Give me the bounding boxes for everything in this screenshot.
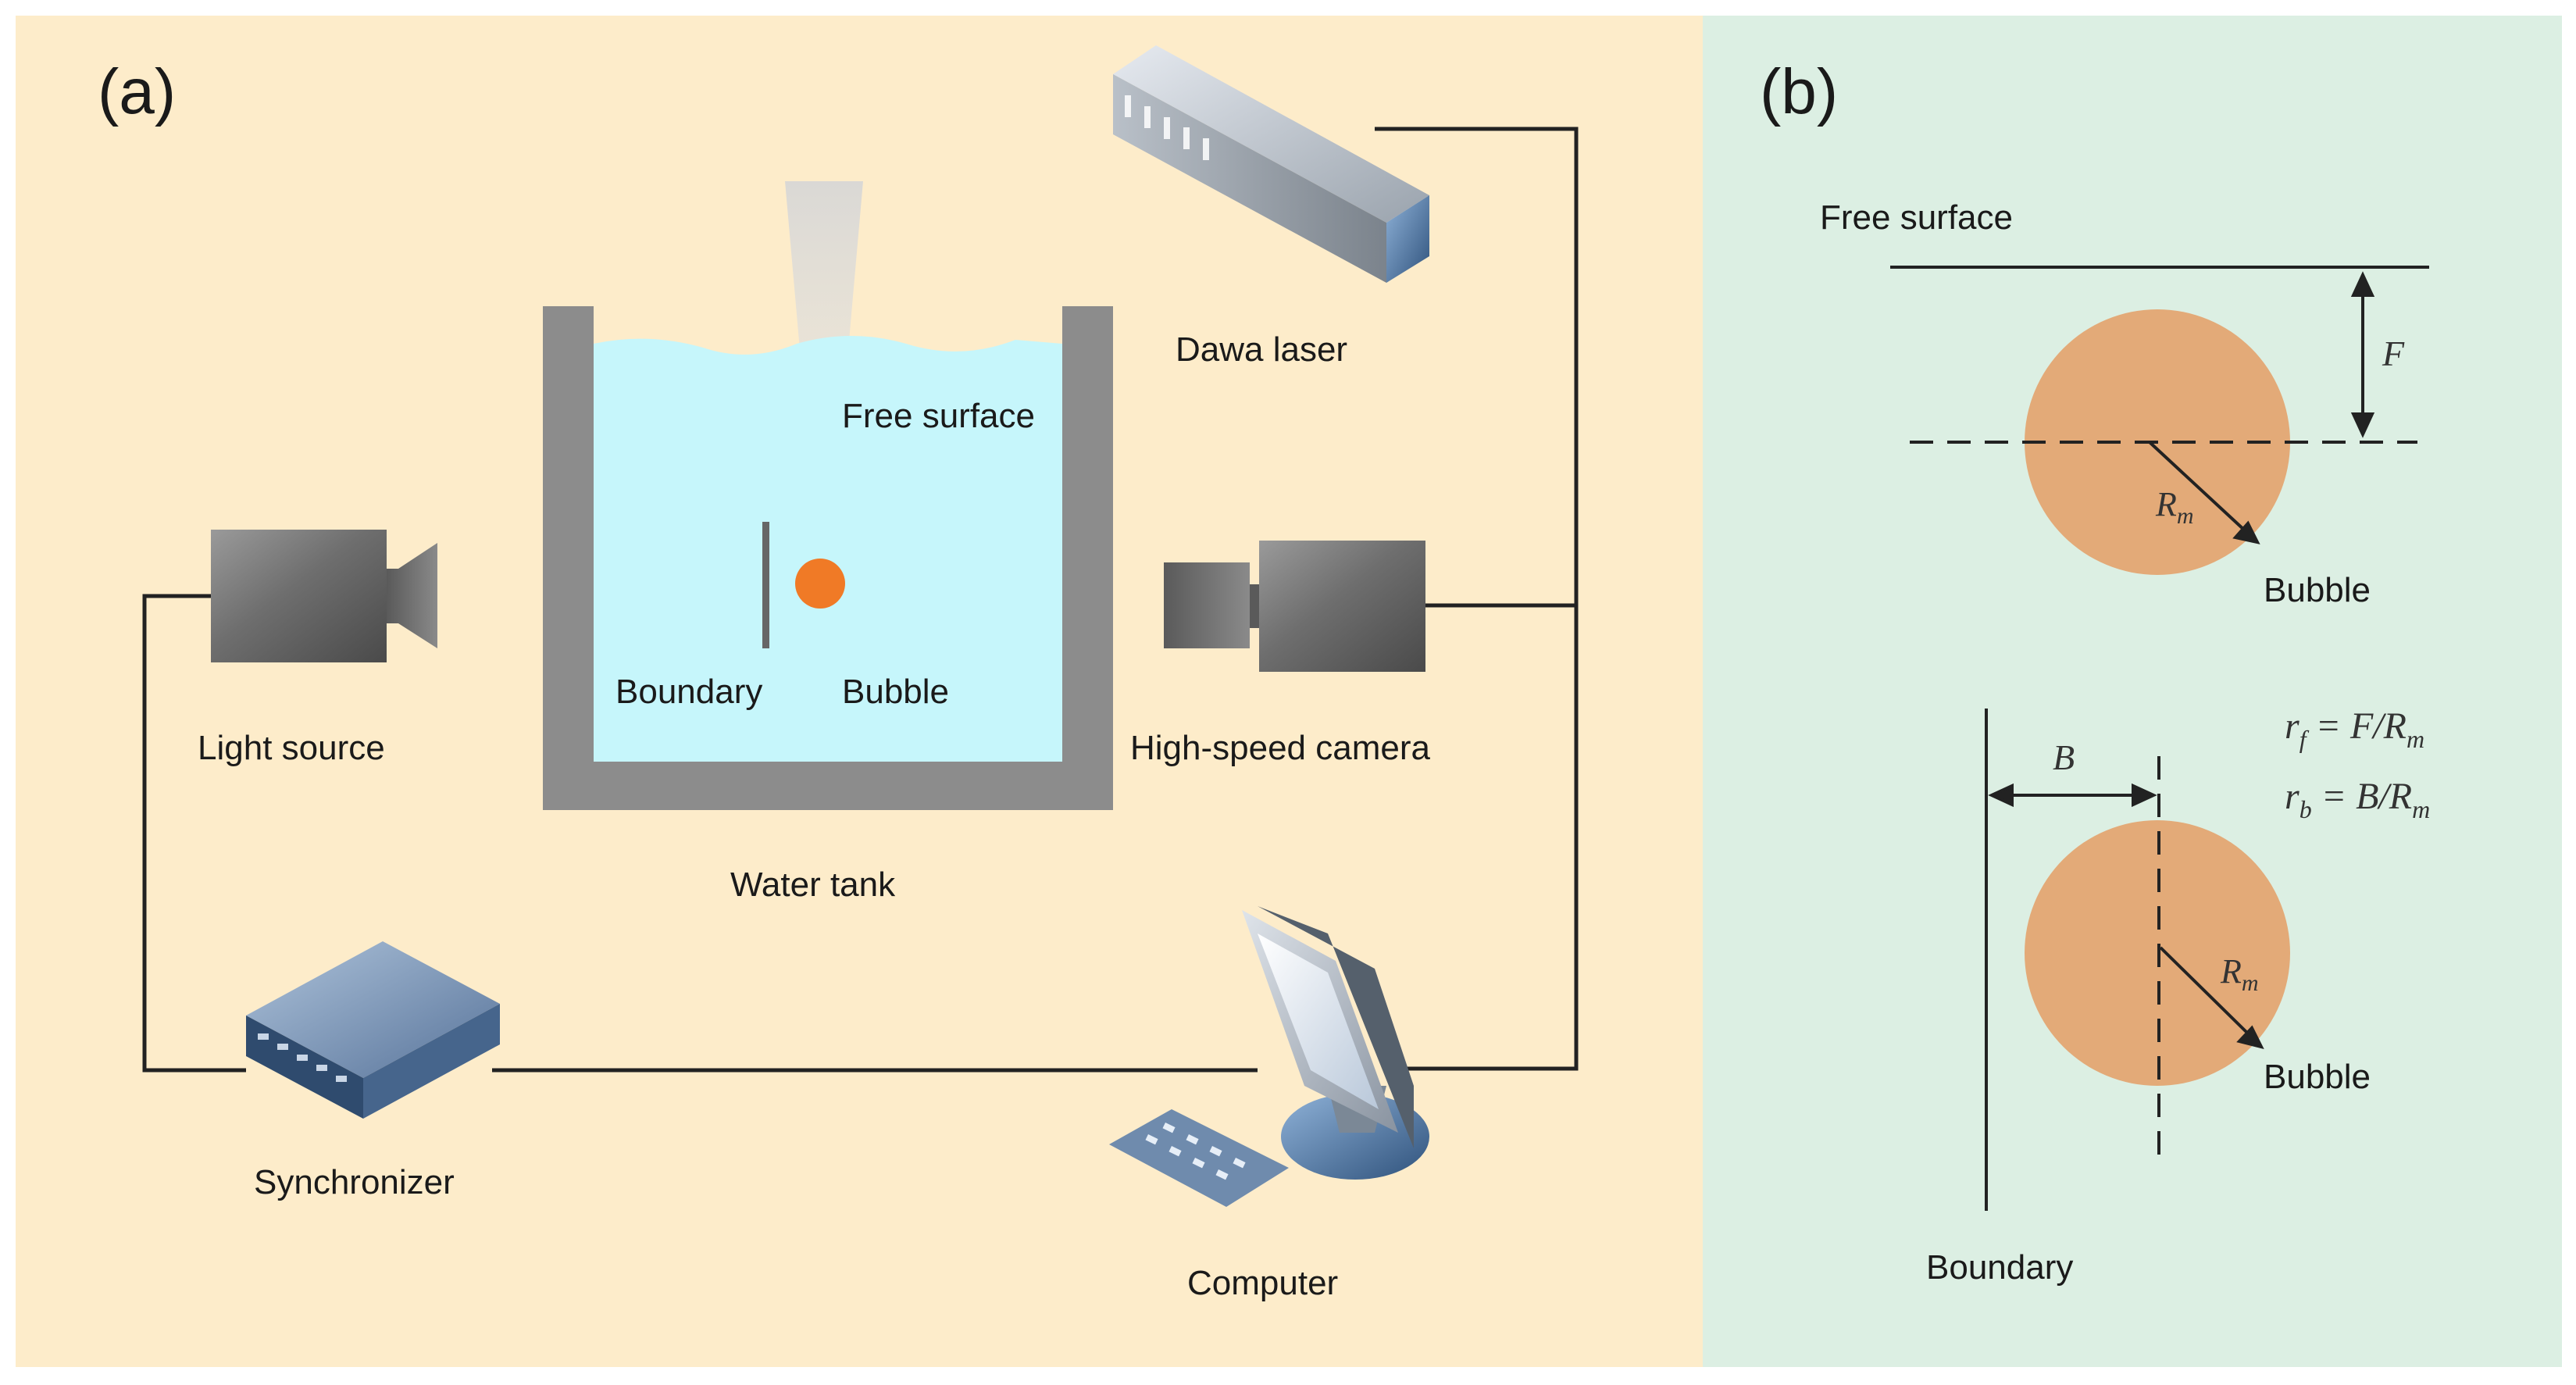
radius-symbol-top: R: [2155, 485, 2177, 523]
panel-b: (b) Free surface F Rm Bubble B: [1703, 16, 2562, 1367]
panel-b-label: (b): [1760, 56, 1838, 127]
distance-B-arrow: [1988, 783, 2157, 808]
synchronizer-ports: [258, 1033, 347, 1082]
dawa-laser-device: [1113, 45, 1429, 283]
radius-symbol-bottom: R: [2220, 952, 2242, 991]
tank-water: [594, 336, 1062, 762]
equation-rb: rb = B/Rm: [2285, 776, 2430, 823]
equation-rf-rhs: = F/R: [2307, 705, 2407, 747]
equation-rb-lhs-sub: b: [2299, 795, 2312, 823]
laser-front-face: [1113, 74, 1386, 283]
radius-arrow-top: [2148, 441, 2260, 544]
equation-rf: rf = F/Rm: [2285, 705, 2424, 753]
light-source-body: [211, 530, 387, 662]
light-source-label: Light source: [198, 729, 385, 767]
camera-body: [1259, 541, 1425, 672]
laser-end-face: [1386, 195, 1429, 283]
high-speed-camera-device: [1164, 541, 1425, 672]
bubble-label-b-bottom: Bubble: [2264, 1058, 2371, 1096]
equation-rf-lhs: r: [2285, 705, 2299, 747]
camera-lens: [1164, 562, 1250, 648]
laser-vent-slots: [1125, 95, 1209, 160]
monitor-back: [1258, 906, 1414, 1148]
distance-B-label: B: [2053, 737, 2075, 777]
monitor-stand-base: [1281, 1094, 1429, 1180]
radius-label-top: Rm: [2155, 485, 2194, 529]
panel-a-label: (a): [98, 56, 176, 127]
equation-rb-rhs-sub: m: [2412, 795, 2430, 823]
distance-F-label: F: [2382, 334, 2405, 373]
radius-label-bottom: Rm: [2220, 952, 2259, 996]
bubble-label-a: Bubble: [842, 673, 949, 711]
synchronizer-top: [246, 941, 500, 1078]
bubble-dot: [795, 559, 845, 609]
computer-label: Computer: [1187, 1264, 1338, 1302]
monitor-screen: [1258, 933, 1379, 1109]
light-source-lens: [387, 543, 437, 648]
tank-left-wall: [543, 306, 594, 810]
radius-arrow-bottom: [2159, 946, 2264, 1049]
free-surface-label-a: Free surface: [842, 397, 1035, 435]
dawa-laser-label: Dawa laser: [1176, 330, 1347, 369]
synchronizer-front: [246, 1016, 363, 1119]
connection-wires: [142, 127, 1579, 1073]
laser-top-face: [1113, 45, 1429, 223]
wire-laser-to-right-rail: [1375, 127, 1579, 1071]
water-tank-label: Water tank: [730, 866, 896, 904]
keyboard: [1109, 1109, 1289, 1207]
boundary-plate: [762, 522, 769, 648]
wire-light-to-synchronizer: [142, 594, 246, 1073]
panel-a: (a) Free surface Boundary Bubble Water t…: [16, 16, 1703, 1367]
equation-rb-lhs: r: [2285, 776, 2299, 817]
synchronizer-device: [246, 941, 500, 1119]
free-surface-label-b: Free surface: [1820, 198, 2013, 237]
radius-subscript-top: m: [2177, 503, 2194, 529]
equation-rb-rhs: = B/R: [2312, 776, 2412, 817]
high-speed-camera-label: High-speed camera: [1130, 729, 1430, 767]
computer-device: [1109, 906, 1429, 1207]
boundary-label-b: Boundary: [1926, 1248, 2073, 1287]
synchronizer-label: Synchronizer: [254, 1163, 455, 1201]
bubble-label-b-top: Bubble: [2264, 571, 2371, 609]
distance-F-arrow: [2350, 271, 2375, 438]
boundary-label-a: Boundary: [615, 673, 762, 711]
radius-subscript-bottom: m: [2242, 970, 2259, 996]
water-tank: [543, 306, 1113, 810]
synchronizer-side: [363, 1004, 500, 1119]
camera-neck: [1250, 584, 1259, 628]
keyboard-keys: [1145, 1122, 1246, 1180]
light-source-device: [211, 530, 437, 662]
equation-rf-rhs-sub: m: [2407, 725, 2424, 753]
tank-bottom: [543, 762, 1113, 810]
tank-right-wall: [1062, 306, 1113, 810]
panel-b-background: [1703, 16, 2562, 1367]
